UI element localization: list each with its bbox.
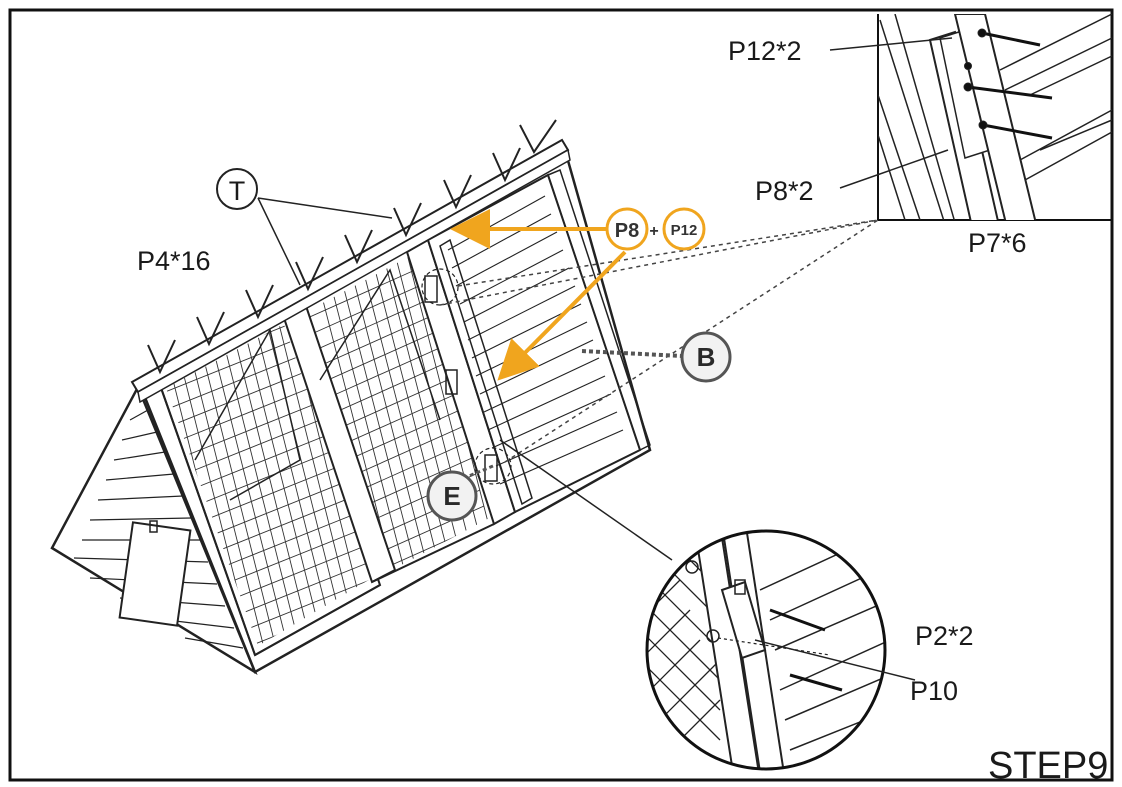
- top-right-detail-inset: [829, 14, 1113, 221]
- p4-screws: [147, 119, 557, 375]
- arrow-to-panel: [497, 250, 627, 381]
- t-leader-lines: [257, 197, 393, 286]
- p12-callout-text: P12: [671, 222, 698, 239]
- part-t-marker: [216, 168, 258, 210]
- zoom-leader-line: [499, 439, 673, 561]
- p7-label: P7*6: [968, 228, 1027, 258]
- p2-label: P2*2: [915, 621, 974, 651]
- bottom-right-zoom-circle: [645, 529, 916, 771]
- callout-b-text: B: [697, 342, 716, 372]
- plus-sign: +: [649, 223, 658, 240]
- callout-e: [426, 470, 478, 522]
- orange-annotations: P8 + P12: [450, 207, 706, 381]
- p8-label: P8*2: [755, 176, 814, 206]
- p8-callout-text: P8: [615, 220, 639, 242]
- b-pointer: [581, 349, 683, 358]
- internal-ramp: [194, 268, 441, 501]
- chicken-coop-drawing: [50, 119, 652, 676]
- page-border: [8, 8, 1114, 782]
- step-label: STEP9: [988, 745, 1108, 787]
- p4-label: P4*16: [137, 246, 211, 276]
- inset-connector-lines: [439, 219, 879, 463]
- detail-circle-bottom: [474, 447, 512, 485]
- callout-b: [680, 331, 732, 383]
- p8-callout: [605, 207, 649, 251]
- left-gable-panel: [50, 384, 258, 676]
- door-handle: [445, 369, 458, 395]
- p12-callout: [662, 207, 706, 251]
- p10-label: P10: [910, 676, 958, 706]
- small-door: [118, 521, 192, 627]
- callout-e-text: E: [443, 481, 460, 511]
- p12-label: P12*2: [728, 36, 802, 66]
- door-latch: [149, 520, 158, 533]
- part-t-label: T: [229, 176, 246, 206]
